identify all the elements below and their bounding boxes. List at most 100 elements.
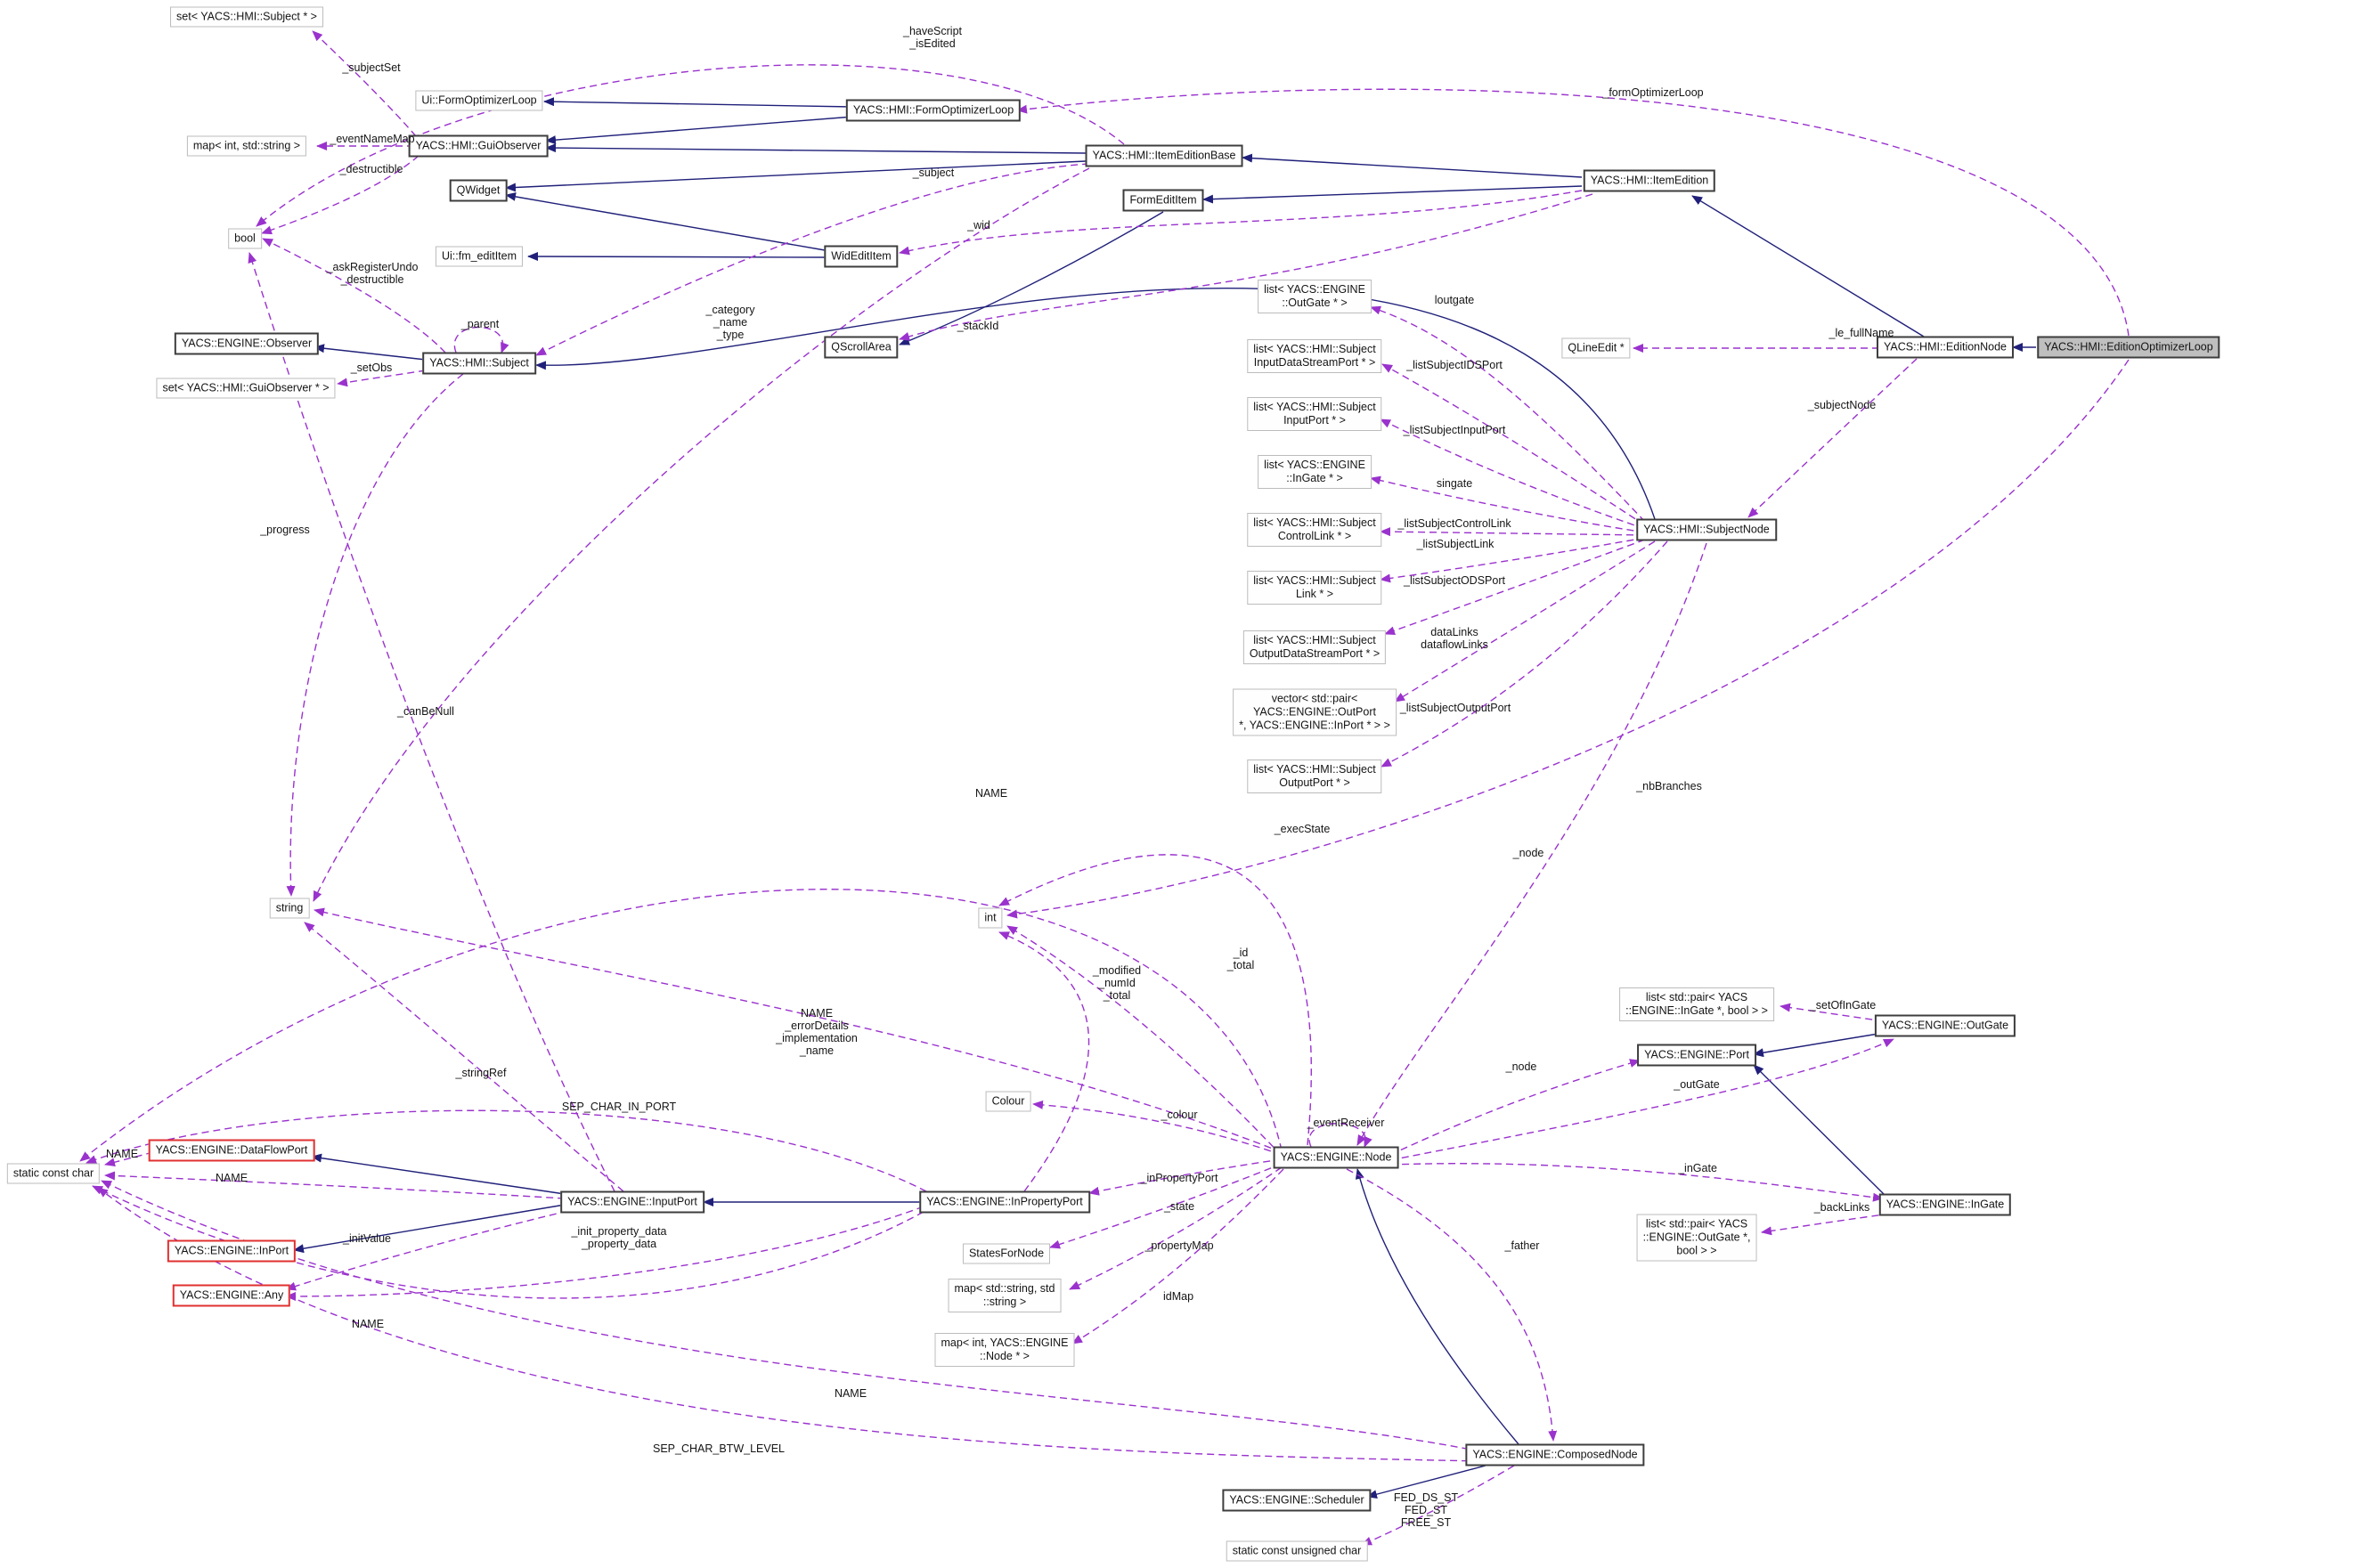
class-node-hmi-formoptimizerloop[interactable]: YACS::HMI::FormOptimizerLoop [845, 99, 1022, 122]
member-edge [101, 1180, 1481, 1452]
member-edge [312, 30, 417, 137]
member-edge [1370, 475, 1646, 533]
class-node-colour[interactable]: Colour [985, 1091, 1031, 1112]
member-edge [92, 1185, 924, 1299]
member-edge [1071, 1168, 1284, 1345]
class-node-outgate[interactable]: YACS::ENGINE::OutGate [1874, 1014, 2016, 1037]
member-edge [1389, 1038, 1894, 1161]
member-edge [1380, 527, 1646, 537]
member-edge [261, 155, 419, 235]
member-edge [998, 854, 1312, 1146]
member-edge [1069, 1166, 1283, 1290]
member-edge [535, 163, 1090, 356]
inheritance-edge [899, 211, 1164, 345]
class-node-composed-node[interactable]: YACS::ENGINE::ComposedNode [1465, 1443, 1645, 1466]
member-edge [104, 1171, 566, 1199]
class-node-static-const-char[interactable]: static const char [6, 1163, 101, 1184]
class-node-list-ingate[interactable]: list< YACS::ENGINE ::InGate * > [1258, 455, 1372, 489]
member-edge [1088, 1158, 1283, 1196]
member-edge [1384, 539, 1646, 636]
class-node-list-inputport[interactable]: list< YACS::HMI::Subject InputPort * > [1247, 397, 1382, 431]
member-edge [1346, 1168, 1558, 1442]
member-edge [453, 326, 509, 353]
class-node-form-edit-item[interactable]: FormEditItem [1122, 189, 1204, 212]
class-node-ui-formoptimizerloop[interactable]: Ui::FormOptimizerLoop [415, 90, 543, 111]
class-node-inport[interactable]: YACS::ENGINE::InPort [167, 1239, 297, 1263]
member-edge [256, 64, 1125, 227]
class-node-engine-port[interactable]: YACS::ENGINE::Port [1637, 1044, 1756, 1067]
member-edge [1761, 1213, 1891, 1236]
class-node-engine-observer[interactable]: YACS::ENGINE::Observer [174, 332, 320, 355]
class-node-inpropertyport[interactable]: YACS::ENGINE::InPropertyPort [919, 1190, 1090, 1214]
class-node-dataflowport[interactable]: YACS::ENGINE::DataFlowPort [148, 1139, 315, 1162]
class-node-scheduler[interactable]: YACS::ENGINE::Scheduler [1222, 1489, 1372, 1512]
inheritance-edge [293, 1204, 566, 1254]
class-node-edition-node[interactable]: YACS::HMI::EditionNode [1876, 336, 2015, 359]
member-edge [1394, 540, 1656, 703]
class-node-item-edition[interactable]: YACS::HMI::ItemEdition [1583, 169, 1716, 192]
inheritance-edge [505, 191, 826, 251]
class-node-engine-node[interactable]: YACS::ENGINE::Node [1273, 1146, 1399, 1169]
class-node-list-outgate[interactable]: list< YACS::ENGINE ::OutGate * > [1258, 280, 1372, 313]
class-node-list-controllink[interactable]: list< YACS::HMI::Subject ControlLink * > [1247, 513, 1382, 547]
member-edge [262, 238, 446, 353]
member-edge [1356, 542, 1707, 1146]
class-node-set-guiobserver[interactable]: set< YACS::HMI::GuiObserver * > [156, 378, 336, 399]
class-node-set-subject[interactable]: set< YACS::HMI::Subject * > [170, 6, 323, 28]
inheritance-edge [1242, 153, 1583, 178]
class-node-wid-edit-item[interactable]: WidEditItem [824, 245, 899, 268]
class-node-string[interactable]: string [269, 898, 310, 919]
class-node-list-pair-ingate[interactable]: list< std::pair< YACS ::ENGINE::InGate *… [1619, 987, 1774, 1021]
member-edge [1006, 925, 1283, 1157]
class-node-statesfornode[interactable]: StatesForNode [962, 1243, 1051, 1264]
inheritance-edge [1753, 1064, 1887, 1198]
class-node-ingate[interactable]: YACS::ENGINE::InGate [1878, 1193, 2012, 1216]
member-edge [1380, 537, 1646, 583]
inheritance-edge [545, 143, 1087, 154]
class-node-any[interactable]: YACS::ENGINE::Any [172, 1284, 291, 1307]
class-node-map-int-string[interactable]: map< int, std::string > [186, 135, 307, 157]
class-node-list-pair-outgate[interactable]: list< std::pair< YACS ::ENGINE::OutGate … [1636, 1214, 1757, 1262]
class-node-vector-pair[interactable]: vector< std::pair< YACS::ENGINE::OutPort… [1233, 688, 1397, 736]
inheritance-edge [1202, 185, 1583, 204]
class-node-bool[interactable]: bool [228, 228, 262, 249]
member-edge [337, 370, 427, 387]
member-edge [314, 907, 1283, 1153]
member-edge [1016, 88, 2130, 337]
member-edge [1308, 1123, 1372, 1148]
class-node-qscrollarea[interactable]: QScrollArea [824, 336, 899, 359]
member-edge [1006, 359, 2130, 919]
inheritance-edge [505, 160, 1087, 192]
member-edge [86, 1109, 927, 1192]
class-node-map-int-node[interactable]: map< int, YACS::ENGINE ::Node * > [934, 1333, 1075, 1367]
class-node-list-outputport[interactable]: list< YACS::HMI::Subject OutputPort * > [1247, 760, 1382, 793]
class-node-hmi-subject[interactable]: YACS::HMI::Subject [422, 352, 536, 375]
member-edge [248, 252, 615, 1192]
member-edge [1389, 1059, 1641, 1156]
class-node-list-idsport[interactable]: list< YACS::HMI::Subject InputDataStream… [1247, 339, 1382, 373]
class-node-int[interactable]: int [978, 907, 1003, 929]
class-node-map-string-string[interactable]: map< std::string, std ::string > [948, 1279, 1062, 1312]
member-edge [899, 193, 1593, 341]
class-node-item-edition-base[interactable]: YACS::HMI::ItemEditionBase [1085, 144, 1243, 167]
class-node-list-odsport[interactable]: list< YACS::HMI::Subject OutputDataStrea… [1242, 630, 1387, 664]
member-edge [97, 1187, 1481, 1462]
member-edge [1780, 1003, 1885, 1022]
class-node-gui-observer[interactable]: YACS::HMI::GuiObserver [408, 134, 549, 158]
class-node-ui-fm-edititem[interactable]: Ui::fm_editItem [435, 246, 524, 267]
class-node-list-link[interactable]: list< YACS::HMI::Subject Link * > [1247, 571, 1382, 605]
class-node-inputport[interactable]: YACS::ENGINE::InputPort [560, 1190, 705, 1214]
inheritance-edge [543, 97, 854, 108]
class-node-subject-node[interactable]: YACS::HMI::SubjectNode [1636, 518, 1777, 541]
class-node-static-const-uchar[interactable]: static const unsigned char [1226, 1540, 1368, 1562]
class-node-qlineedit[interactable]: QLineEdit * [1561, 337, 1631, 359]
class-node-edition-optimizer-loop[interactable]: YACS::HMI::EditionOptimizerLoop [2037, 336, 2220, 359]
member-edge [1381, 363, 1646, 526]
member-edge [998, 931, 1090, 1192]
class-node-qwidget[interactable]: QWidget [449, 179, 508, 202]
inheritance-edge [314, 344, 427, 361]
member-edge [285, 1206, 924, 1301]
inheritance-edge [1355, 1168, 1519, 1445]
